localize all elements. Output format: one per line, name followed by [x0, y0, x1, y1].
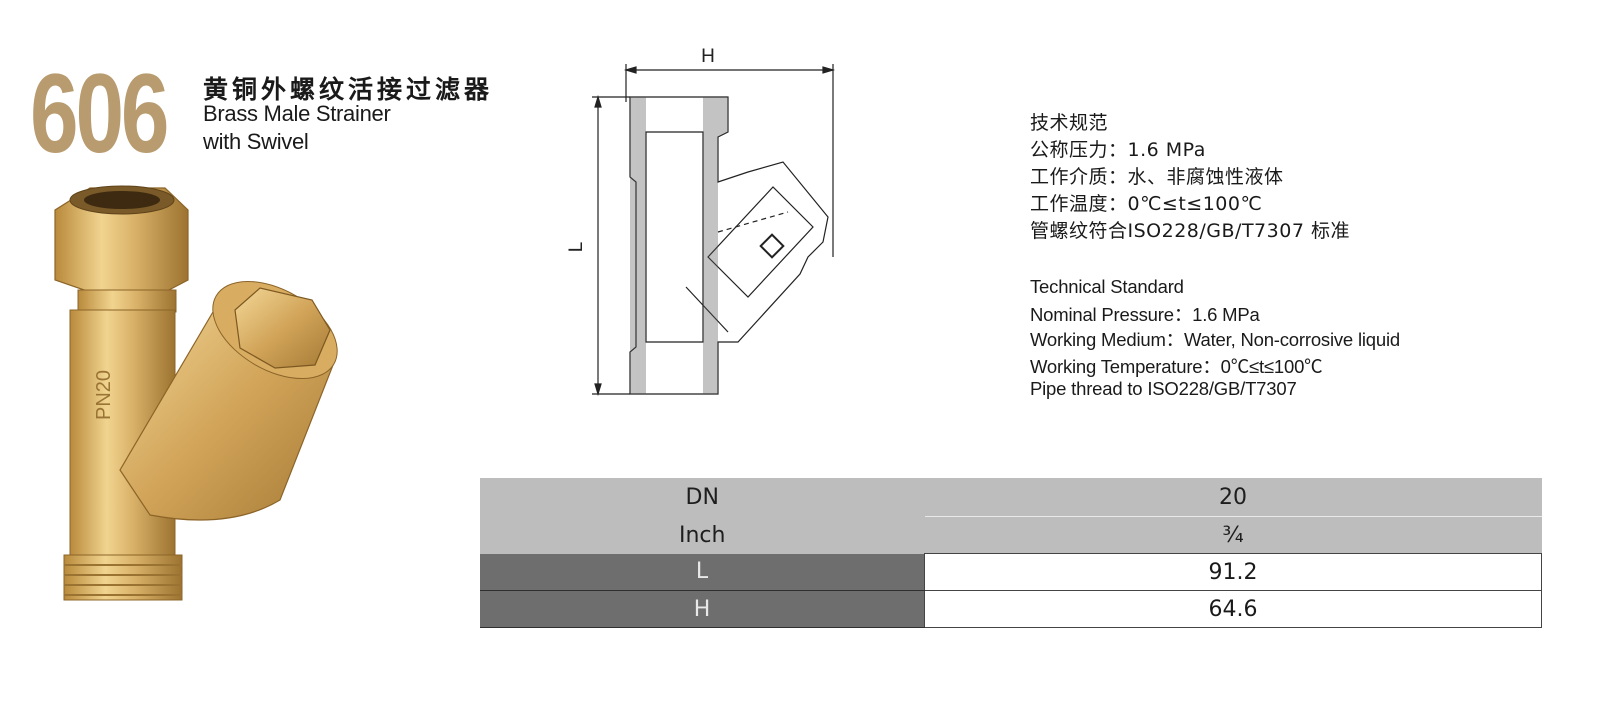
table-row: Inch ¾: [480, 516, 1542, 554]
table-row: H 64.6: [480, 590, 1542, 628]
table-label-cell: Inch: [480, 516, 925, 554]
table-row: DN 20: [480, 478, 1542, 517]
spec-en-medium: Working Medium：Water, Non-corrosive liqu…: [1030, 329, 1400, 350]
dimension-l-label: L: [568, 242, 587, 253]
product-title-english-line1: Brass Male Strainer: [203, 101, 391, 126]
table-label-cell: L: [480, 553, 925, 591]
model-number: 606: [30, 51, 170, 176]
table-value-cell: 20: [924, 478, 1542, 517]
spec-cn-pressure: 公称压力：1.6 MPa: [1030, 139, 1206, 161]
product-photo: PN20: [54, 185, 338, 601]
spec-en-pressure: Nominal Pressure：1.6 MPa: [1030, 304, 1260, 325]
dimension-table: DN 20 Inch ¾ L 91.2 H 64.6: [480, 478, 1542, 628]
table-label-cell: H: [480, 590, 925, 628]
table-value-cell: 64.6: [924, 590, 1542, 628]
table-row: L 91.2: [480, 553, 1542, 591]
dimension-h-label: H: [701, 46, 715, 67]
table-label-cell: DN: [480, 478, 925, 517]
spec-en-thread: Pipe thread to ISO228/GB/T7307: [1030, 378, 1297, 399]
product-title-chinese: 黄铜外螺纹活接过滤器: [203, 75, 494, 104]
spec-en-temperature: Working Temperature：0℃≤t≤100℃: [1030, 356, 1323, 377]
spec-cn-medium: 工作介质：水、非腐蚀性液体: [1030, 166, 1284, 188]
spec-cn-heading: 技术规范: [1030, 112, 1109, 134]
spec-cn-thread: 管螺纹符合ISO228/GB/T7307 标准: [1030, 220, 1350, 242]
spec-en-heading: Technical Standard: [1030, 276, 1184, 297]
table-value-cell: 91.2: [924, 553, 1542, 591]
section-drawing: H L: [568, 46, 836, 397]
product-title-english-line2: with Swivel: [203, 129, 309, 154]
table-value-cell: ¾: [924, 516, 1542, 554]
spec-cn-temperature: 工作温度：0℃≤t≤100℃: [1030, 193, 1263, 215]
pressure-marking: PN20: [93, 370, 115, 420]
